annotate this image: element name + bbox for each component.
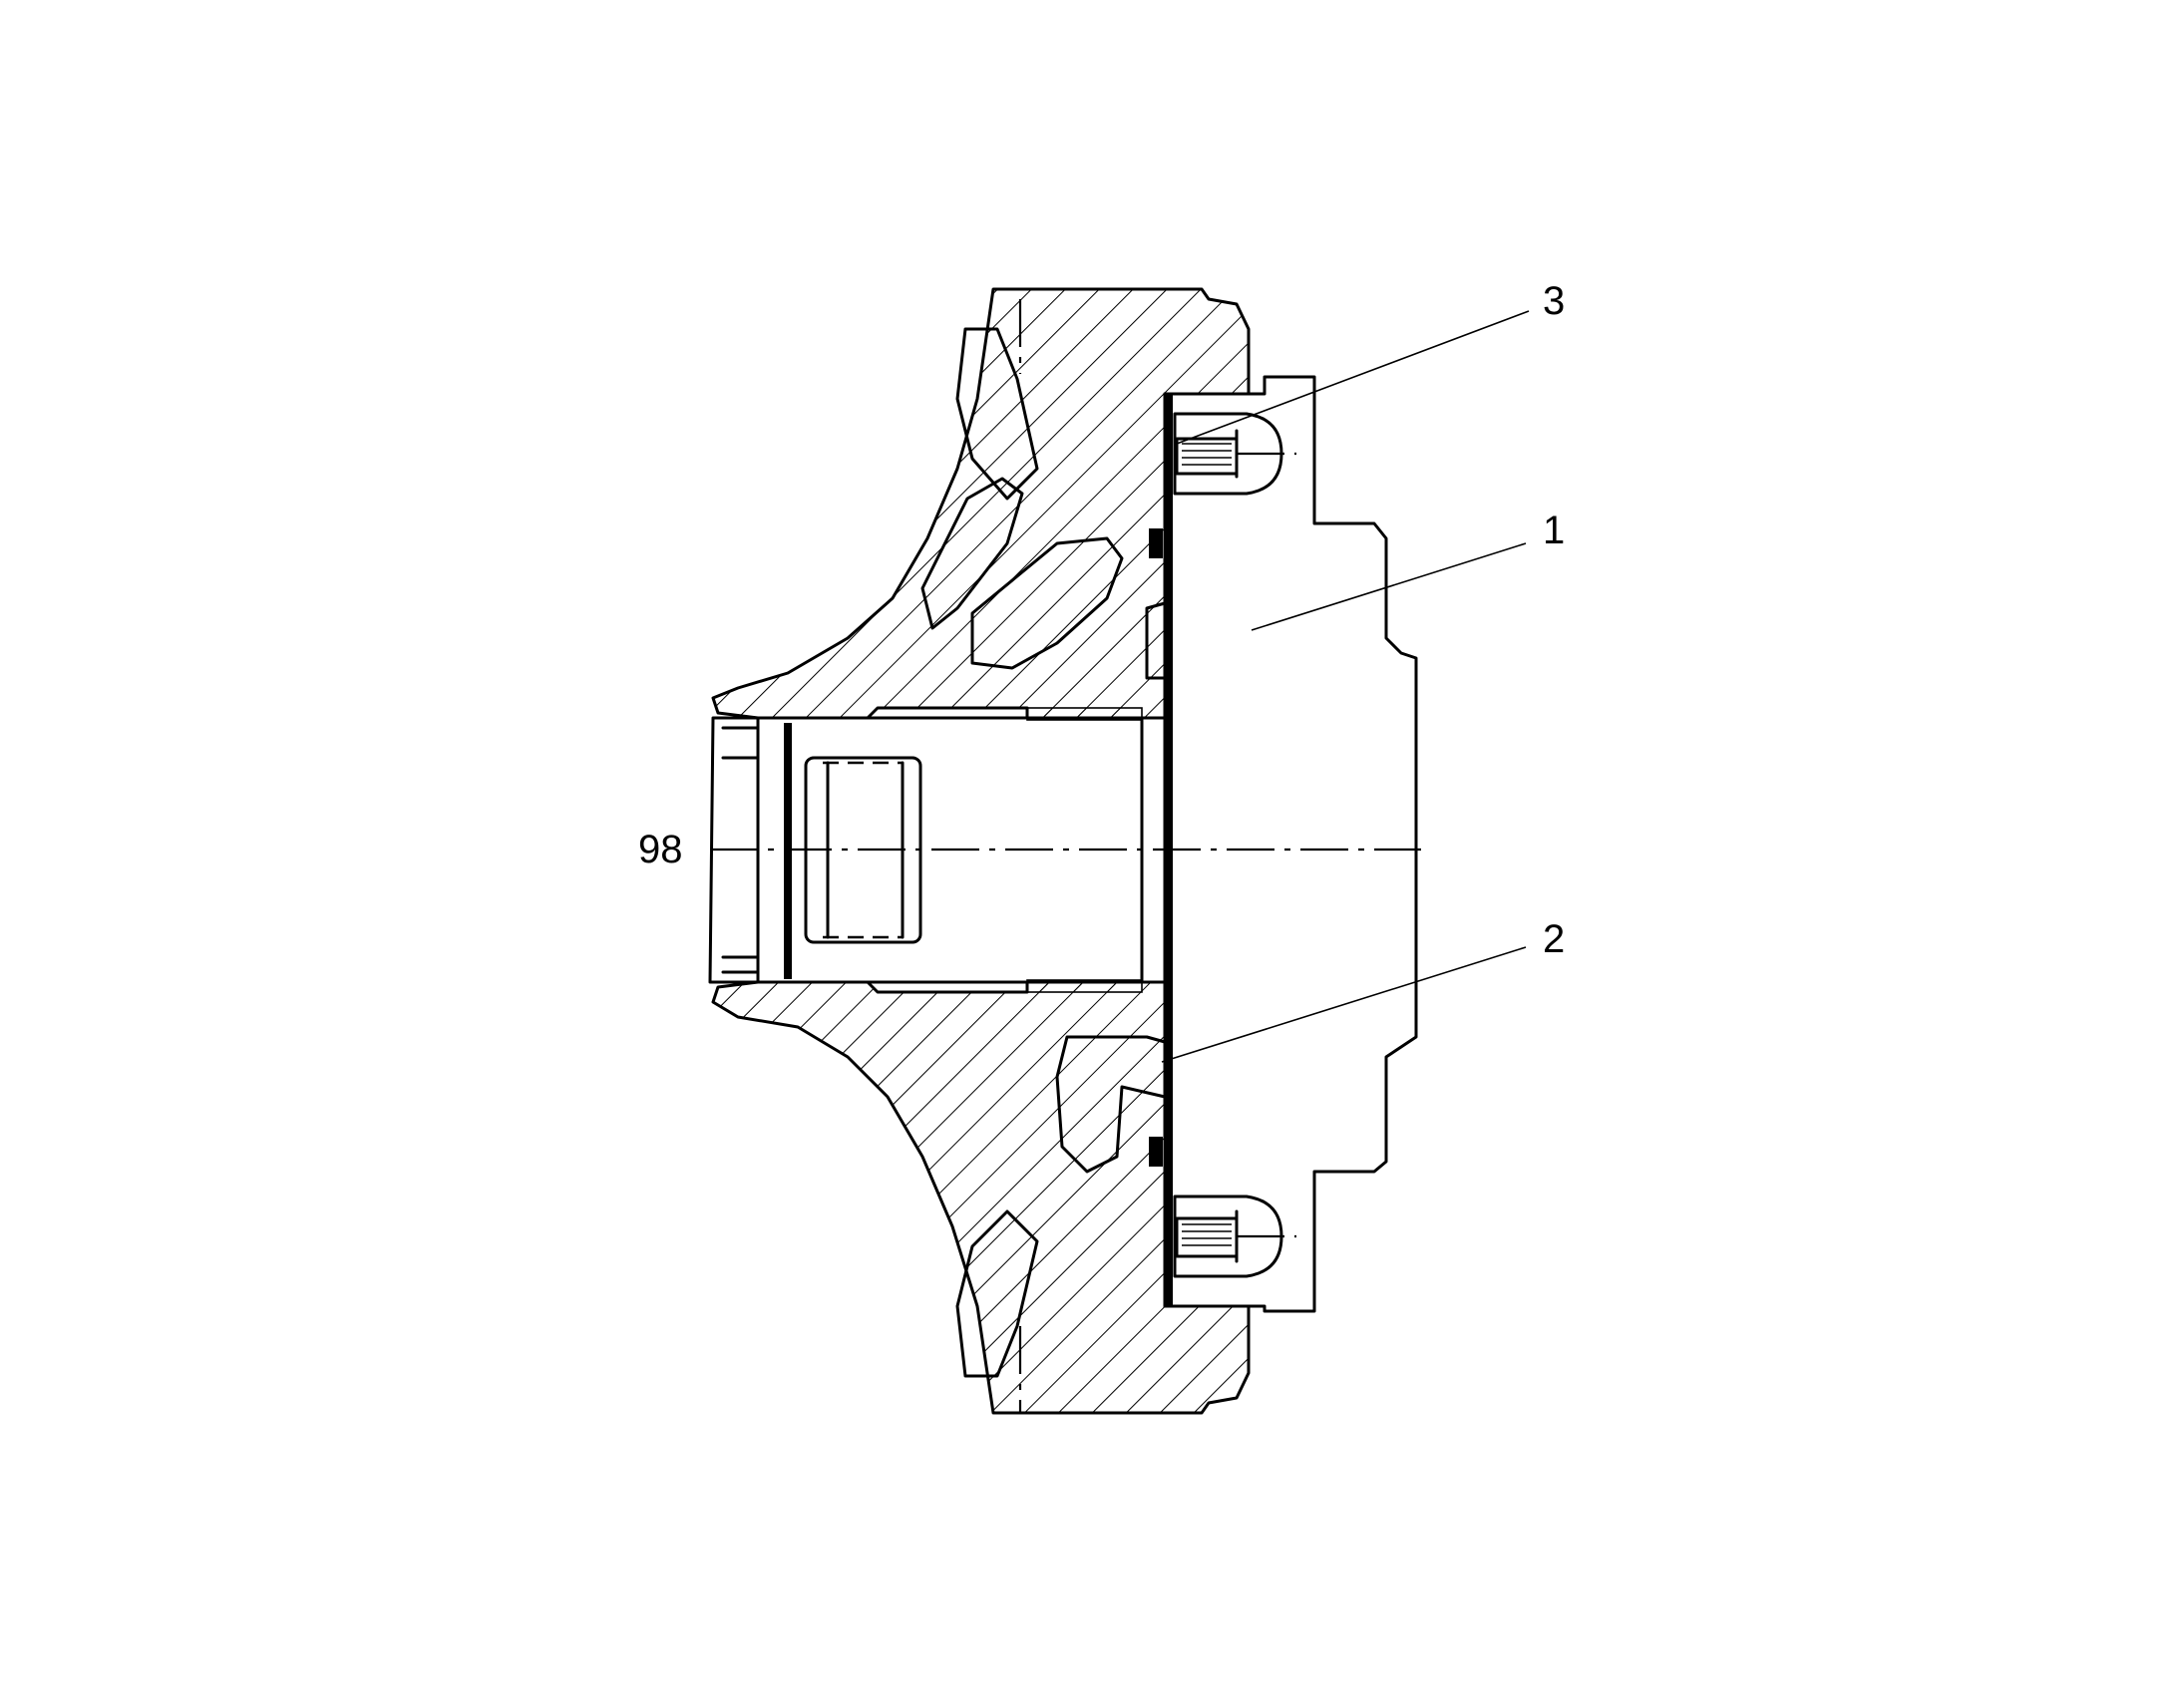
centre-lines: [710, 299, 1421, 1413]
callout-part-3: 3: [1543, 279, 1566, 323]
callout-axis-ref: 98: [638, 828, 683, 871]
leader-lines: [1161, 310, 1530, 1063]
callout-part-1: 1: [1543, 509, 1566, 552]
bolt-lower: [1173, 1195, 1296, 1278]
bolt-upper: [1173, 412, 1296, 496]
cover-plate: [1149, 375, 1418, 1313]
callout-part-2: 2: [1543, 917, 1566, 961]
